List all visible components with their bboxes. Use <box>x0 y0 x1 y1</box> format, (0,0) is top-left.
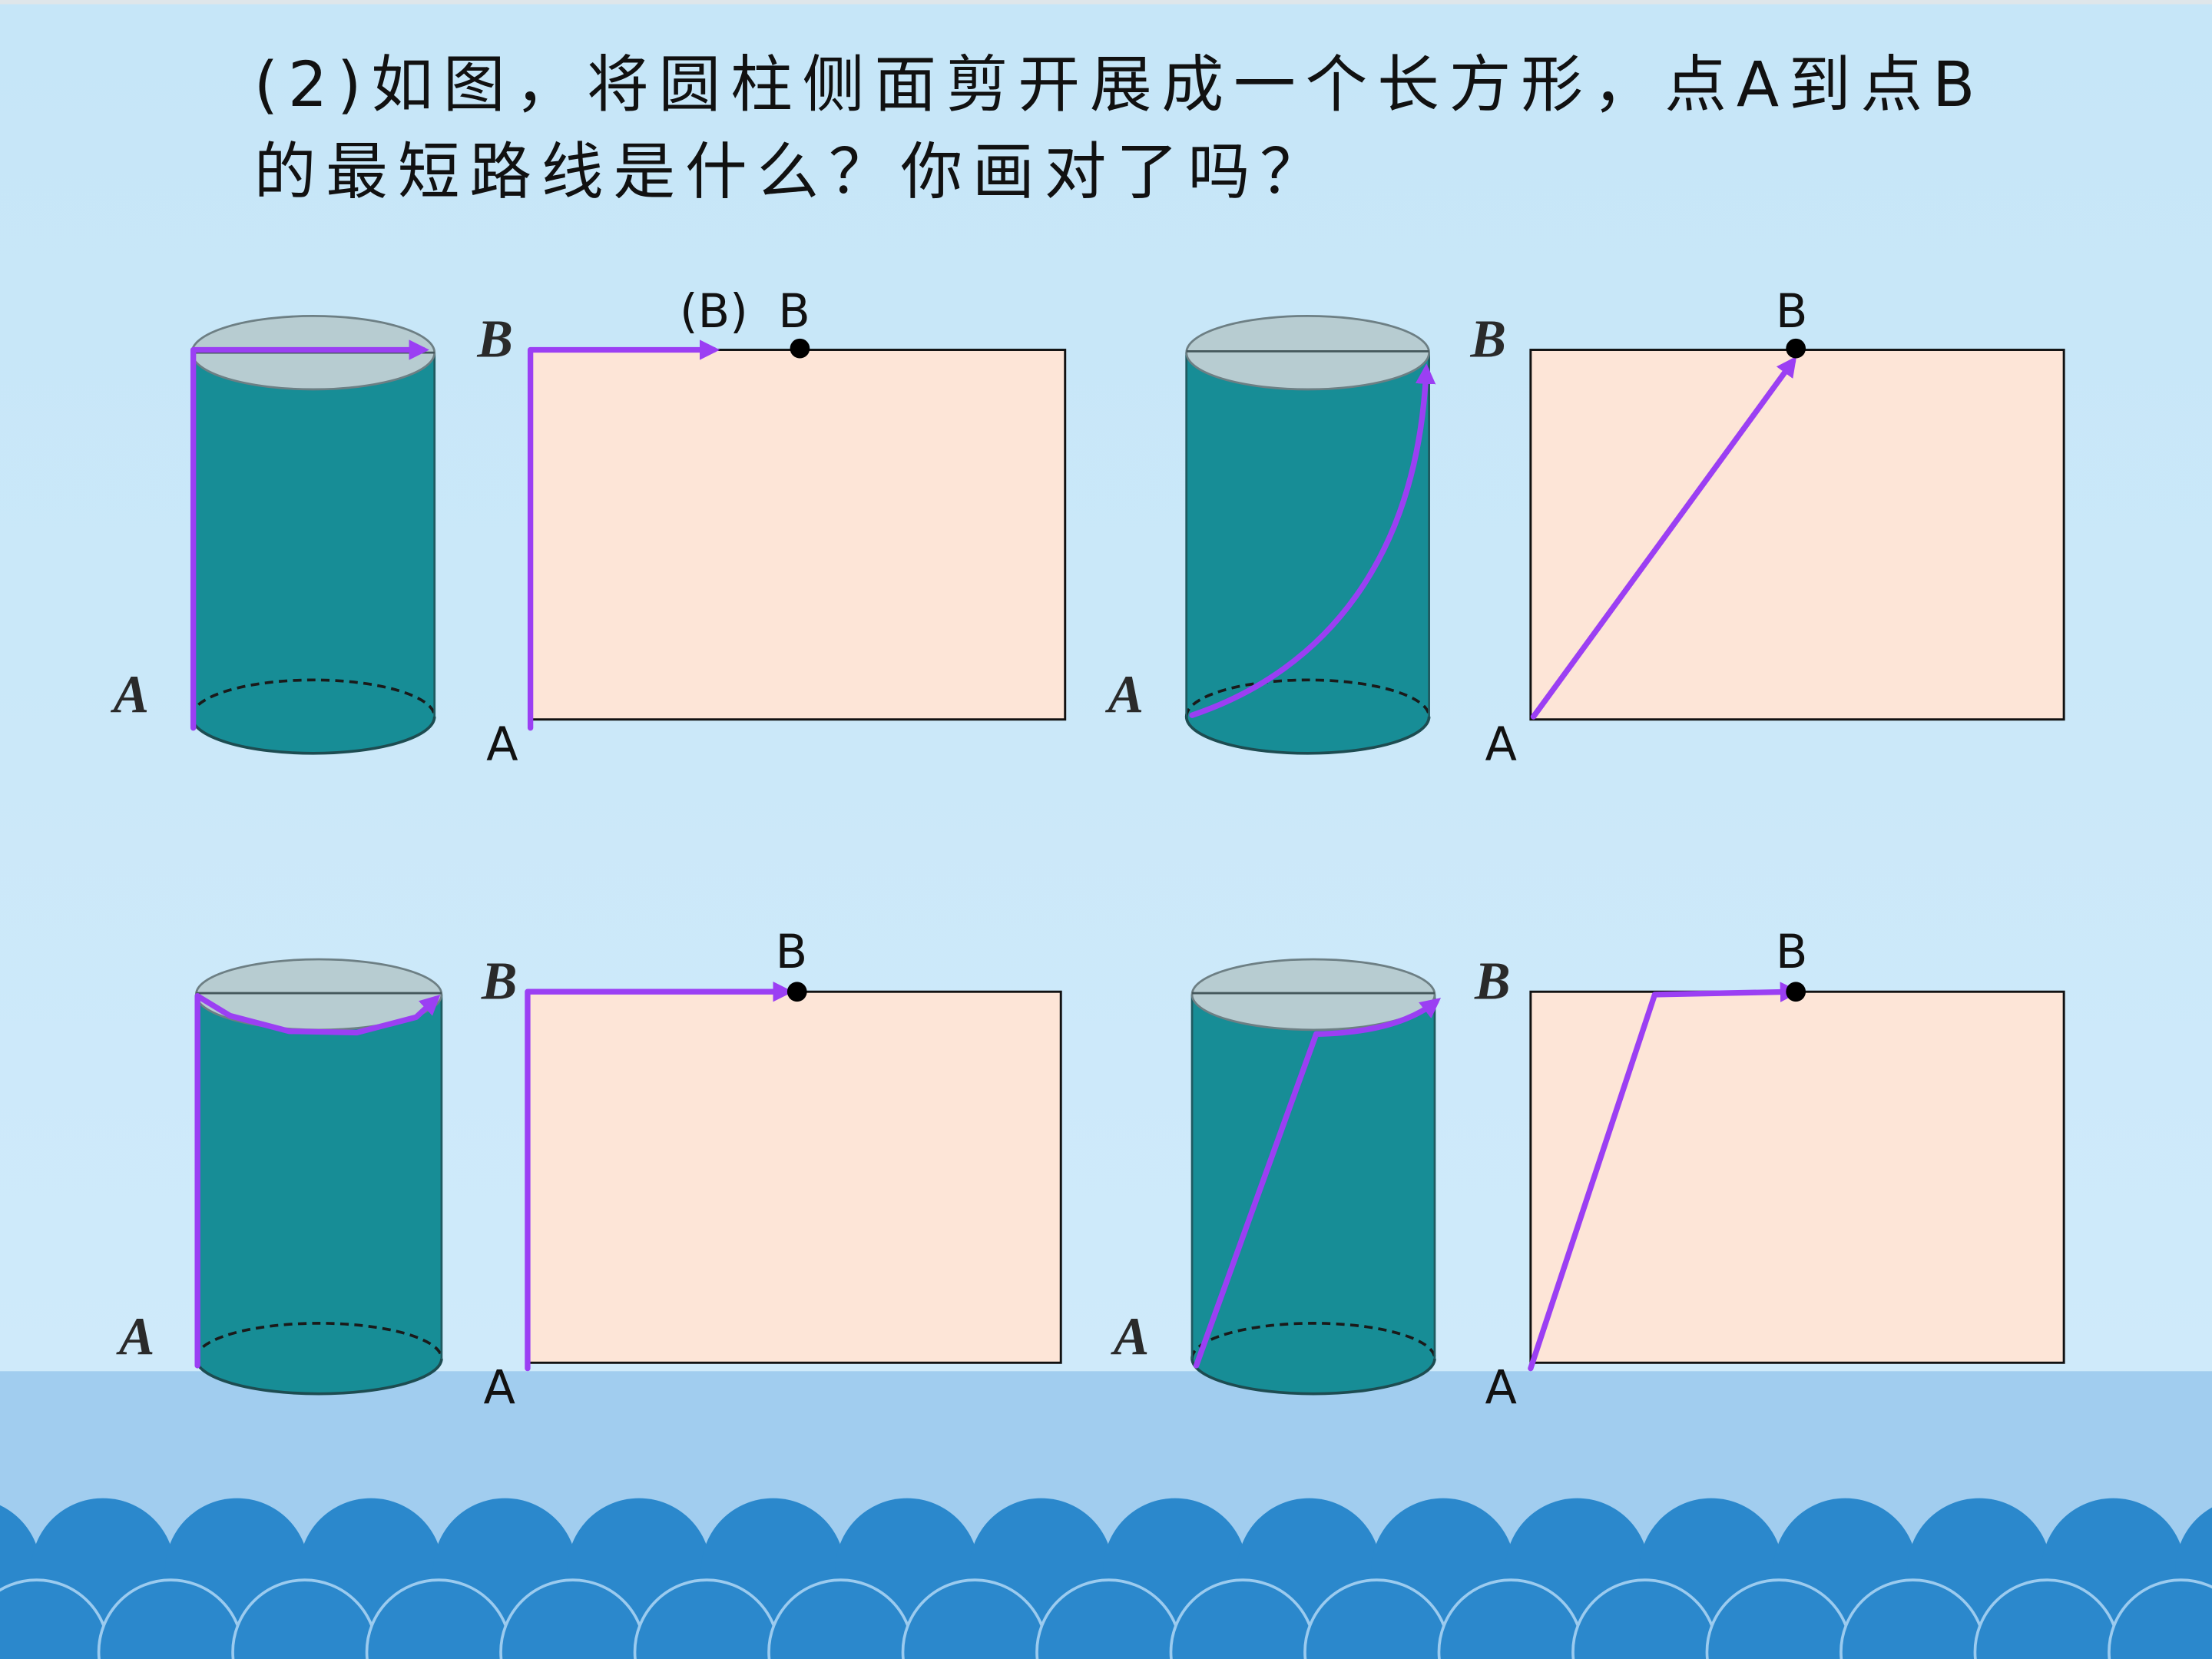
cylinder <box>194 958 443 1396</box>
cylinder-route-path <box>190 339 429 731</box>
cylinder <box>190 315 436 755</box>
rectangle-route-path <box>527 339 720 731</box>
point-b-dot <box>786 982 807 1002</box>
cylinder-point-b-label: B <box>1474 952 1511 1011</box>
cylinder-point-a-label: A <box>1104 666 1144 725</box>
rectangle-route-path <box>1530 356 1797 720</box>
title-line-1: (2)如图，将圆柱侧面剪开展成一个长方形，点A到点B <box>254 49 1975 121</box>
point-b-dot <box>1786 338 1806 359</box>
cylinder-point-a-label: A <box>111 666 150 725</box>
cylinder-point-a-label: A <box>1111 1307 1150 1366</box>
rectangle-point-b-label: B <box>778 285 810 339</box>
rectangle-point-a-label: A <box>486 718 518 772</box>
wave-decoration-front <box>0 1578 2212 1659</box>
cylinder-route-path <box>194 993 441 1369</box>
cylinder-top-face <box>1185 315 1430 391</box>
unrolled-rectangle <box>525 982 1062 1372</box>
cylinder <box>1190 958 1442 1396</box>
point-b-dot <box>790 338 810 359</box>
cylinder <box>1184 315 1436 755</box>
cylinder-base-front-edge <box>194 1358 443 1396</box>
title-line-2: 的最短路线是什么？你画对了吗？ <box>254 137 1322 209</box>
cylinder-base-front-edge <box>190 717 436 755</box>
cylinder-point-b-label: B <box>476 310 513 369</box>
rectangle-route-path <box>525 982 793 1372</box>
cylinder-route-path <box>1193 998 1442 1369</box>
rectangle-point-b-label: B <box>776 926 808 979</box>
panel-3: B A B A <box>116 926 1062 1416</box>
lateral-surface-rectangle <box>1529 349 2065 721</box>
cylinder-body <box>1192 994 1435 1394</box>
cylinder-base-hidden-edge <box>194 1322 443 1359</box>
cylinder-base-front-edge <box>1190 1358 1436 1396</box>
cylinder-body <box>1186 353 1429 753</box>
lateral-surface-rectangle <box>1529 990 2065 1364</box>
point-b-dot <box>1786 982 1806 1002</box>
cylinder-body <box>191 353 435 753</box>
top-border <box>0 0 2212 5</box>
wave <box>2108 1578 2212 1659</box>
rectangle-point-a-label: A <box>1485 718 1517 772</box>
panel-1: B A (B) B A <box>111 285 1067 772</box>
lateral-surface-rectangle <box>529 349 1067 721</box>
rectangle-shifted-b-label: (B) <box>680 285 748 339</box>
cylinder-body <box>196 994 442 1394</box>
question-title: (2)如图，将圆柱侧面剪开展成一个长方形，点A到点B 的最短路线是什么？你画对了… <box>254 49 1975 209</box>
panel-4: B A B A <box>1111 926 2065 1416</box>
cylinder-point-b-label: B <box>1469 310 1506 369</box>
rectangle-point-a-label: A <box>483 1362 515 1416</box>
unrolled-rectangle <box>1529 338 2065 721</box>
cylinder-base-hidden-edge <box>190 678 436 717</box>
rectangle-point-b-label: B <box>1776 926 1808 979</box>
cylinder-base-hidden-edge <box>1184 678 1431 717</box>
cylinder-point-a-label: A <box>116 1307 155 1366</box>
unrolled-rectangle <box>1528 982 2065 1372</box>
cylinder-route-path <box>1189 363 1436 718</box>
cylinder-top-face <box>1190 958 1436 1031</box>
cylinder-base-front-edge <box>1184 717 1431 755</box>
panel-2: B A B A <box>1104 285 2065 772</box>
lateral-surface-rectangle <box>526 990 1062 1364</box>
rectangle-route-path <box>1528 982 1801 1372</box>
rectangle-point-b-label: B <box>1776 285 1808 339</box>
unrolled-rectangle <box>527 338 1067 731</box>
rectangle-point-a-label: A <box>1485 1362 1517 1416</box>
cylinder-point-b-label: B <box>481 952 518 1011</box>
